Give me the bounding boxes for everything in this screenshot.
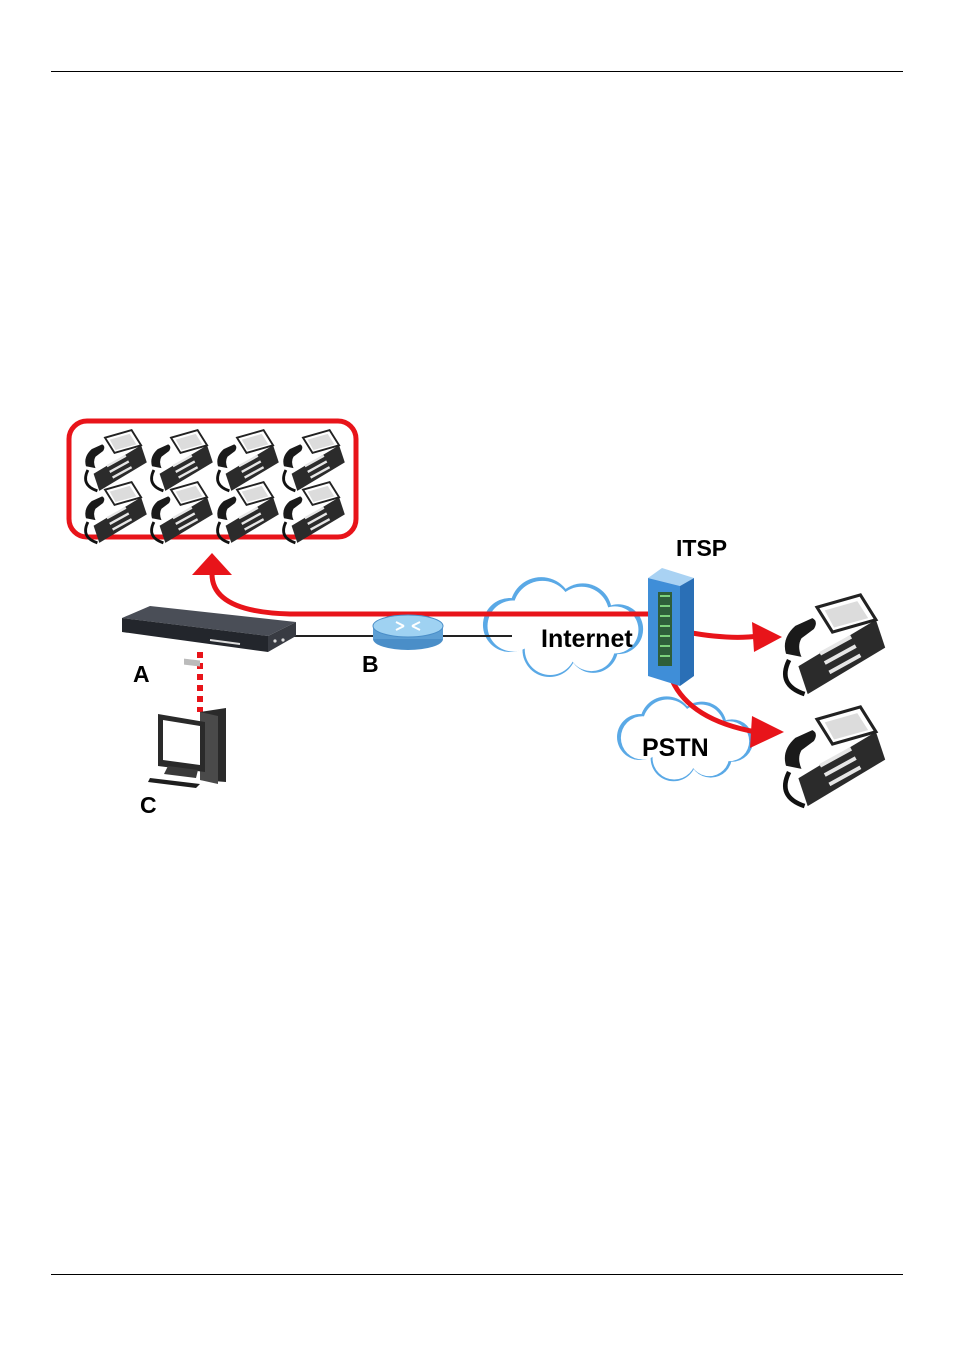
label-c: C [140, 792, 157, 818]
label-b: B [362, 651, 379, 677]
router-icon [373, 615, 443, 650]
label-itsp: ITSP [676, 535, 727, 561]
call-arrow-internet-phone [686, 632, 758, 637]
label-a: A [133, 661, 150, 687]
computer-icon [148, 708, 226, 788]
phone-icon [785, 707, 885, 806]
label-internet: Internet [541, 625, 633, 653]
server-icon [648, 568, 694, 686]
label-pstn: PSTN [642, 734, 709, 762]
call-path-arrowhead [192, 553, 232, 575]
phone-icon [785, 595, 885, 694]
